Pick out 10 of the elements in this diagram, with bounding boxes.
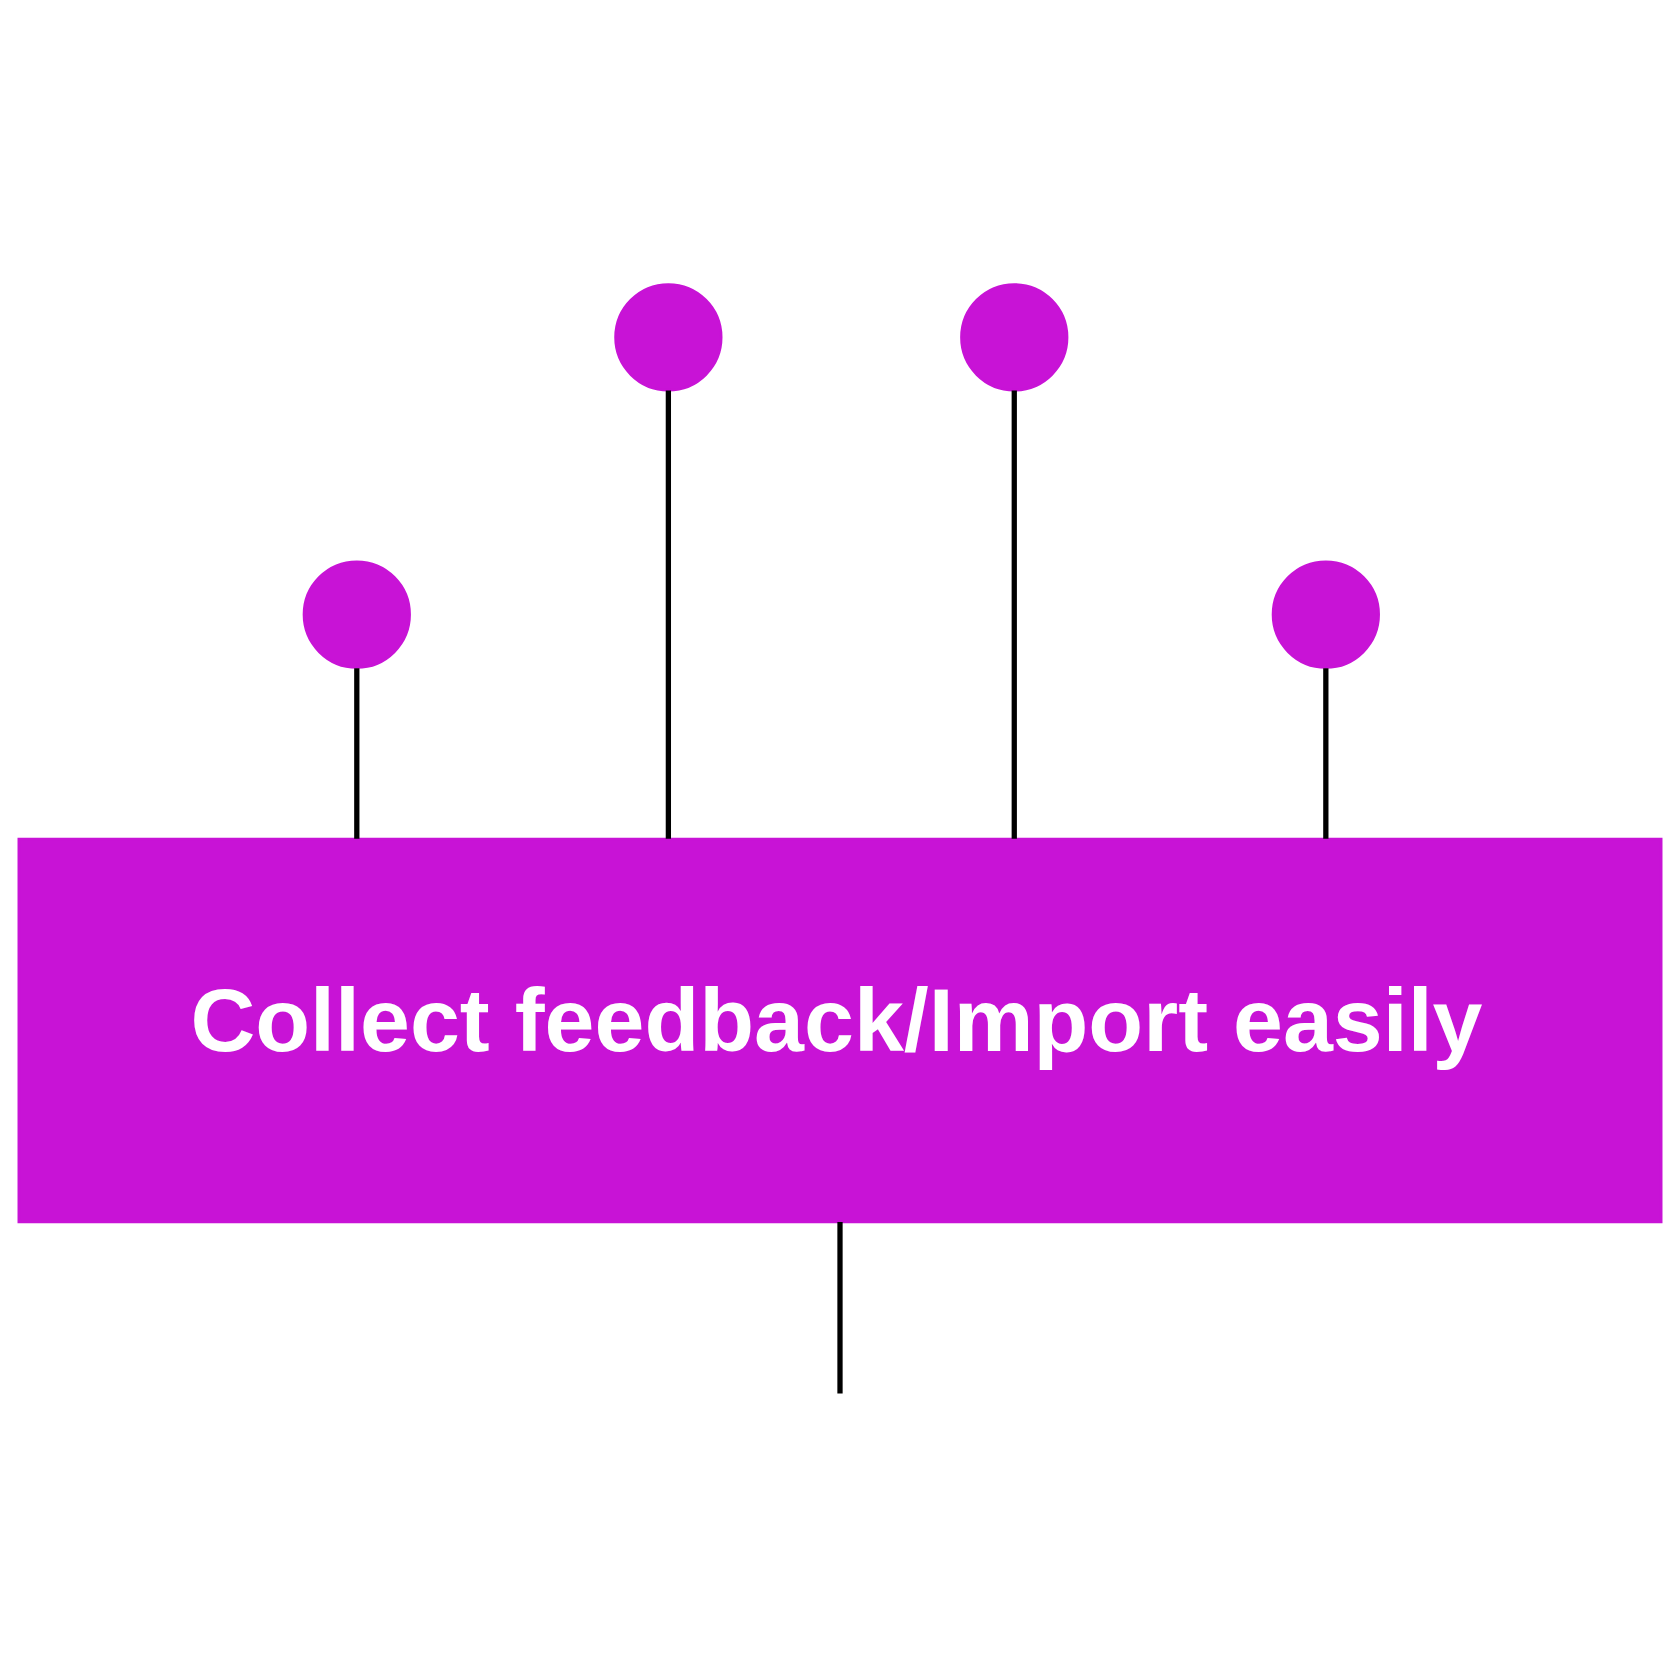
node-circle xyxy=(1271,560,1380,669)
connector xyxy=(1011,390,1017,839)
node-circle xyxy=(960,283,1069,392)
connector xyxy=(837,1222,843,1394)
connector xyxy=(665,390,671,839)
node-box: Collect feedback/Import easily xyxy=(17,837,1663,1224)
connector xyxy=(354,668,360,839)
connector xyxy=(1323,668,1329,839)
node-circle xyxy=(302,560,411,669)
node-circle xyxy=(614,283,723,392)
